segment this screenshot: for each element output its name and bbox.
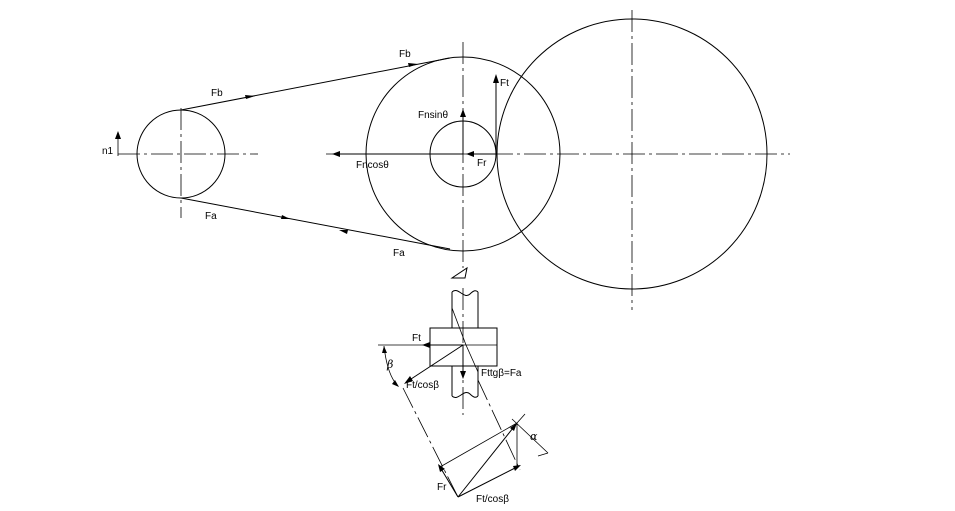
- ft-cos-bottom-arrow-line: [457, 466, 518, 498]
- fn-sin-arrowhead: [460, 109, 466, 117]
- big-gear: [496, 10, 768, 310]
- small-pulley: [118, 108, 258, 218]
- label-ft-cos-beta-mid: Ft/cosβ: [406, 380, 439, 391]
- fr-bottom-arrow-line: [439, 466, 459, 498]
- label-ft-cos-beta-bottom: Ft/cosβ: [476, 494, 509, 505]
- label-fb-top: Fb: [399, 49, 411, 60]
- label-fr-gear: Fr: [477, 158, 487, 169]
- label-n1: n1: [102, 146, 114, 157]
- rotation-arrow-n1: [115, 131, 121, 156]
- label-fn-cos: Fncosθ: [356, 160, 389, 171]
- alpha-dimension-line: [511, 418, 549, 454]
- belts: [180, 57, 451, 250]
- label-fb-left: Fb: [211, 88, 223, 99]
- shaft-forces: [378, 342, 466, 387]
- label-fa-bottom: Fa: [393, 248, 405, 259]
- ft-cos-arrow-line: [407, 344, 464, 382]
- fn-cos-arrowhead: [332, 151, 340, 157]
- label-beta: β: [386, 358, 393, 371]
- gear-mesh-forces: [332, 74, 499, 157]
- large-pulley: [326, 42, 790, 268]
- label-fr-bottom: Fr: [437, 482, 447, 493]
- belt-bottom: [180, 197, 451, 250]
- label-alpha: α: [530, 430, 538, 443]
- inclined-centerline-left: [402, 387, 459, 498]
- inclined-centerline-right: [477, 379, 521, 471]
- fn-arrow-line: [457, 422, 518, 498]
- label-ft-shaft: Ft: [412, 333, 421, 344]
- label-ft-tg-beta: Fttgβ=Fa: [481, 368, 522, 379]
- belt-bottom-arrow-right: [339, 230, 348, 234]
- belt-top: [180, 57, 451, 111]
- ft-arrowhead: [493, 74, 499, 83]
- normal-section-triangle: [402, 379, 549, 498]
- label-fn-sin: Fnsinθ: [418, 110, 448, 121]
- belt-top-arrow-right: [408, 63, 418, 67]
- label-ft-gear: Ft: [500, 78, 509, 89]
- fr-arrowhead: [466, 151, 474, 157]
- belt-bottom-arrow-left: [281, 215, 290, 219]
- label-fa-left: Fa: [205, 211, 217, 222]
- view-marker: [450, 266, 468, 279]
- belt-top-arrow-left: [245, 95, 255, 99]
